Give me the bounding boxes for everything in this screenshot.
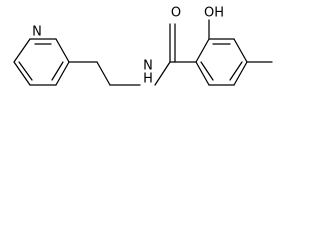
substituents (208, 19, 273, 63)
amide-carbonyl (169, 23, 197, 63)
bond (96, 61, 111, 86)
bond (200, 61, 214, 81)
bond (195, 61, 210, 86)
bond (233, 38, 248, 63)
amide-hydrogen-label: H (143, 72, 153, 87)
linker (68, 61, 171, 86)
hydroxyl-label: OH (204, 6, 224, 21)
pyridine-ring (13, 38, 70, 86)
bond (154, 61, 171, 86)
bond (229, 61, 243, 81)
bond (13, 61, 31, 86)
bond (13, 38, 31, 63)
pyridine-nitrogen-label: N (32, 25, 42, 40)
bond (55, 38, 70, 63)
bond (195, 38, 210, 63)
bond (233, 61, 248, 86)
bond (18, 61, 33, 81)
amide-nitrogen-label: N (143, 59, 153, 74)
benzene-ring (195, 38, 248, 86)
bond (55, 61, 70, 86)
bond (51, 61, 64, 81)
chemical-structure: O OH N H N (13, 6, 273, 87)
carbonyl-oxygen-label: O (171, 6, 181, 21)
